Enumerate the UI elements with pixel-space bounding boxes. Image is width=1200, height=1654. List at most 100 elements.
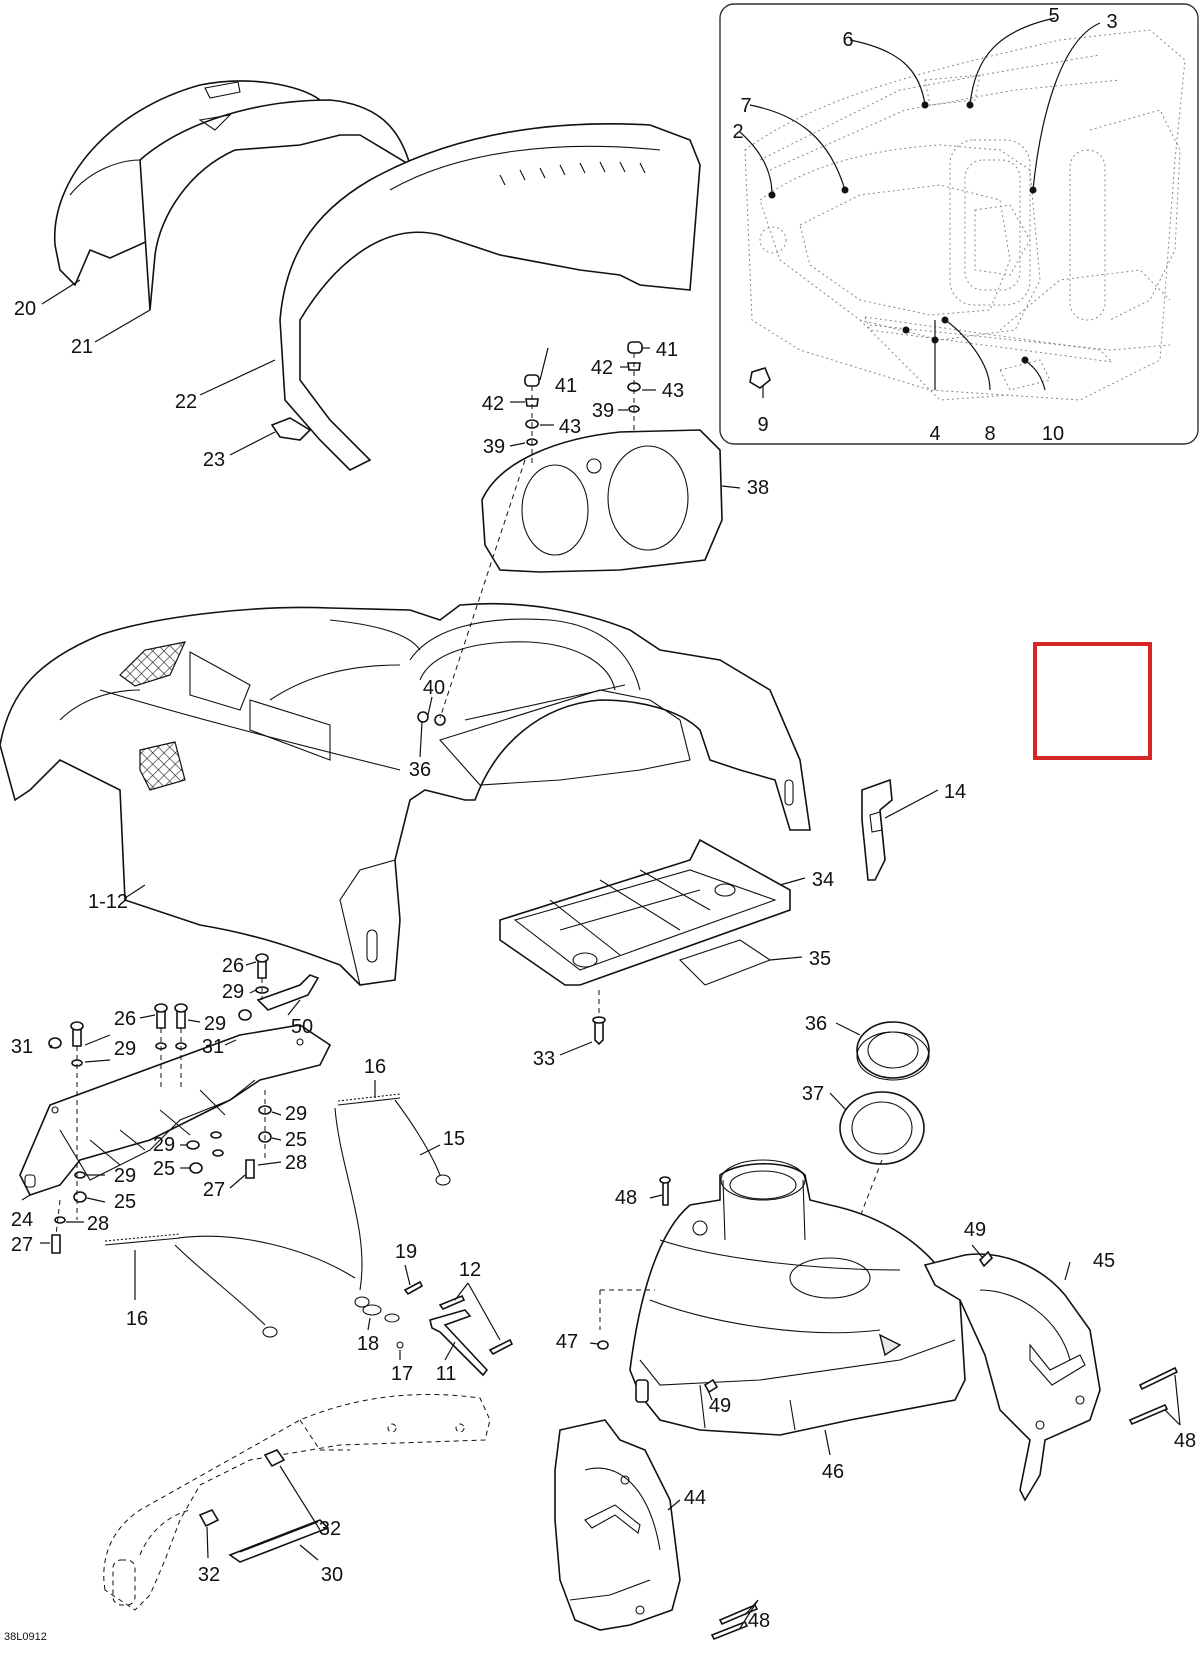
decal-inset-panel: 5 3 6 7 2 9 4 8 10 [719, 3, 1199, 445]
fasteners-39-43 [524, 341, 643, 465]
push-rivets [597, 1176, 1179, 1641]
label-7: 7 [740, 95, 751, 117]
label-34: 34 [812, 869, 834, 891]
leader-44 [667, 1499, 681, 1511]
inset-hood-outline [744, 29, 1186, 401]
leader-29b [187, 1019, 201, 1023]
label-9: 9 [757, 414, 768, 436]
label-14: 14 [944, 781, 966, 803]
leader-45 [1064, 1261, 1071, 1281]
label-28b: 28 [87, 1213, 109, 1235]
label-22: 22 [175, 391, 197, 413]
leader-22 [199, 359, 276, 396]
linkage-parts-11-19 [362, 1280, 514, 1377]
bracket-part-24 [19, 1024, 332, 1196]
label-16b: 16 [126, 1308, 148, 1330]
leader-24 [21, 1194, 31, 1201]
leader-38 [721, 485, 741, 489]
screw-part-33 [592, 1016, 606, 1046]
tether-cable-part-16 [104, 1233, 356, 1338]
leader-48c [739, 1599, 759, 1629]
leader-30 [299, 1544, 319, 1561]
leader-19 [404, 1264, 411, 1286]
label-40: 40 [423, 677, 445, 699]
label-39b: 39 [592, 400, 614, 422]
leader-46 [824, 1429, 831, 1456]
leader-31b [224, 1039, 237, 1046]
label-5: 5 [1048, 5, 1059, 27]
clip-part-9 [749, 367, 771, 389]
label-48c: 48 [748, 1610, 770, 1632]
label-29c: 29 [114, 1038, 136, 1060]
leader-29c [84, 1059, 111, 1063]
leader-41a [539, 347, 549, 381]
leader-26b [139, 1014, 156, 1019]
label-41b: 41 [656, 339, 678, 361]
label-39a: 39 [483, 436, 505, 458]
leader-34 [779, 877, 806, 886]
clip-part-23 [270, 417, 312, 441]
leader-25a [271, 1137, 282, 1141]
leader-25c [86, 1197, 106, 1203]
label-15: 15 [443, 1128, 465, 1150]
leader-15 [419, 1144, 441, 1156]
label-27b: 27 [11, 1234, 33, 1256]
label-3: 3 [1106, 11, 1117, 33]
leader-36b [835, 1022, 861, 1036]
label-21: 21 [71, 336, 93, 358]
leader-12 [454, 1282, 501, 1341]
label-23: 23 [203, 449, 225, 471]
label-27a: 27 [203, 1179, 225, 1201]
label-29f: 29 [114, 1165, 136, 1187]
leader-26c [84, 1034, 111, 1046]
label-19: 19 [395, 1241, 417, 1263]
drawing-code: 38L0912 [4, 1631, 47, 1643]
label-20: 20 [14, 298, 36, 320]
leader-49a [971, 1244, 983, 1258]
console-alignment [599, 1289, 655, 1330]
bracket-fasteners [48, 953, 272, 1254]
bracket-part-50 [256, 974, 320, 1011]
label-11: 11 [436, 1363, 457, 1385]
label-42b: 42 [591, 357, 613, 379]
gauge-bezel-part-38 [481, 429, 723, 573]
leader-18 [367, 1317, 371, 1331]
leader-48a [649, 1194, 663, 1199]
leader-26a [245, 961, 257, 966]
hood-assembly-part-1-12 [0, 602, 811, 986]
side-panel-part-44 [554, 1419, 681, 1631]
label-36a: 36 [409, 759, 431, 781]
leader-20 [41, 279, 81, 305]
label-42a: 42 [482, 393, 504, 415]
label-30: 30 [321, 1564, 343, 1586]
label-26b: 26 [114, 1008, 136, 1030]
label-25c: 25 [114, 1191, 136, 1213]
label-12: 12 [459, 1259, 481, 1281]
leader-47 [589, 1342, 599, 1345]
retaining-ring-part-36 [856, 1021, 930, 1081]
leader-23 [229, 431, 276, 456]
label-43a: 43 [559, 416, 581, 438]
leader-33 [559, 1041, 593, 1056]
leader-39a [509, 442, 526, 447]
label-46: 46 [822, 1461, 844, 1483]
label-41a: 41 [555, 375, 577, 397]
label-31a: 31 [11, 1036, 33, 1058]
panel-part-22 [279, 123, 701, 471]
leader-40 [427, 696, 433, 716]
label-16a: 16 [364, 1056, 386, 1078]
label-35: 35 [809, 948, 831, 970]
leader-49b [707, 1389, 713, 1401]
label-25b: 25 [153, 1158, 175, 1180]
label-50: 50 [291, 1016, 313, 1038]
clip-part-14 [861, 778, 893, 881]
label-32a: 32 [319, 1518, 341, 1540]
label-18: 18 [357, 1333, 379, 1355]
leader-37 [829, 1092, 847, 1111]
label-33: 33 [533, 1048, 555, 1070]
label-48a: 48 [615, 1187, 637, 1209]
label-37: 37 [802, 1083, 824, 1105]
label-2: 2 [732, 121, 743, 143]
label-29a: 29 [222, 981, 244, 1003]
